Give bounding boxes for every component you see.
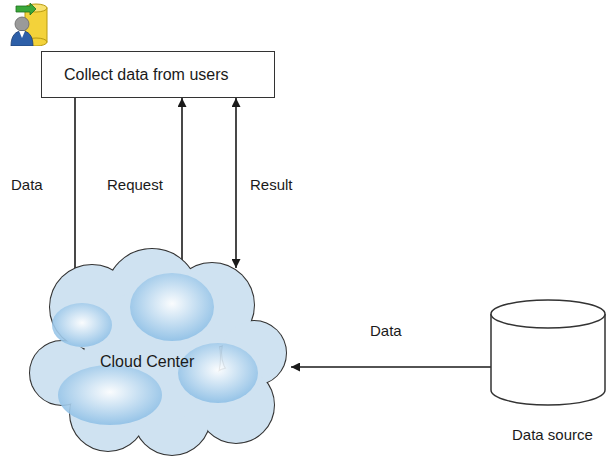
box-label: Collect data from users [64, 66, 262, 84]
process-box: Collect data from users [41, 51, 275, 98]
edge-label: Result [248, 176, 295, 193]
edge-label: Data [368, 322, 404, 339]
cloud-label: Cloud Center [100, 353, 194, 371]
arrow-connector [181, 98, 183, 272]
arrow-connector [291, 366, 491, 368]
database-cylinder: Data source [488, 298, 608, 450]
store-label: Data source [512, 426, 593, 443]
edge-label: Data [9, 176, 45, 193]
user-database-icon [8, 2, 54, 46]
edge-label: Request [105, 176, 165, 193]
cloud-shape: Cloud Center [22, 245, 292, 460]
cylinder-outline [488, 298, 608, 408]
arrow-connector [235, 98, 237, 268]
cloud-outline [22, 245, 292, 460]
